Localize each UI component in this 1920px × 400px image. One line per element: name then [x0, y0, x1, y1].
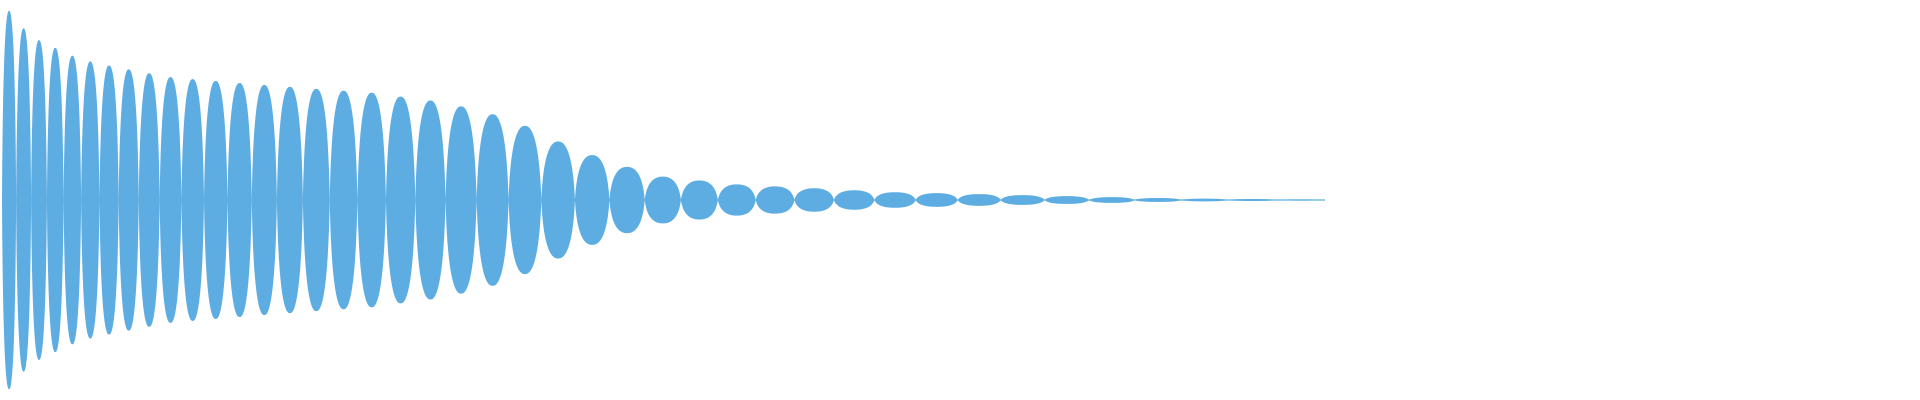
waveform-lobe: [541, 141, 575, 259]
waveform-lobe: [2, 10, 17, 390]
waveform-lobe: [251, 84, 277, 316]
waveform-lobe: [99, 65, 119, 335]
waveform-lobe: [574, 155, 610, 245]
waveform-lobe: [181, 79, 204, 321]
waveform-lobe: [915, 193, 958, 207]
waveform-lobe: [385, 96, 416, 304]
waveform-lobe: [755, 186, 795, 214]
waveform-lobe: [16, 28, 32, 372]
waveform-lobe: [644, 176, 681, 224]
waveform-lobe: [1089, 197, 1135, 203]
waveform-lobe: [680, 180, 718, 220]
waveform-lobe: [1228, 199, 1277, 201]
waveform-lobe: [81, 61, 100, 339]
waveform-lobe: [1180, 198, 1229, 202]
waveform-lobe: [31, 40, 47, 360]
waveform-lobe: [508, 125, 542, 275]
waveform-lobe: [227, 83, 252, 317]
waveform-lobe: [203, 81, 228, 319]
waveform-lobe: [874, 192, 916, 208]
waveform-lobe: [415, 100, 446, 300]
waveform-lobe: [476, 114, 509, 286]
waveform-lobe: [63, 55, 82, 345]
waveform-lobe: [1044, 196, 1090, 204]
waveform-lobe: [717, 184, 756, 216]
waveform-lobe: [357, 92, 386, 308]
waveform-lobe: [794, 188, 834, 212]
waveform-lobe: [46, 47, 64, 353]
waveform-lobe: [329, 90, 358, 310]
waveform-lobe: [1276, 199, 1325, 201]
waveform-lobe: [118, 69, 139, 331]
waveform-lobe: [276, 86, 303, 314]
waveform-lobe: [445, 106, 477, 294]
waveform-lobe: [138, 73, 160, 327]
waveform-lobe: [957, 194, 1001, 206]
waveform-lobe: [159, 77, 182, 323]
waveform-lobe: [302, 88, 330, 312]
waveform-lobe: [1000, 195, 1045, 205]
waveform-lobe: [833, 190, 875, 210]
waveform-lobe: [1134, 198, 1181, 202]
waveform-lobe: [609, 166, 645, 234]
